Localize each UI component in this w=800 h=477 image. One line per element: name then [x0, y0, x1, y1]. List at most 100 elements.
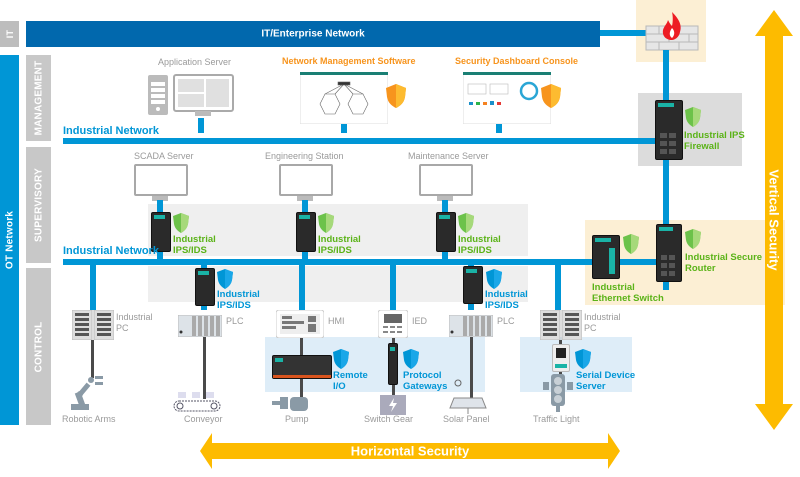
protocol-gateway-device [388, 343, 398, 385]
ips-ids-device [463, 266, 483, 304]
blue-shield-icon [485, 268, 503, 290]
green-shield-icon [457, 212, 475, 234]
hmi-label: HMI [328, 316, 345, 326]
zone-tab-management: MANAGEMENT [26, 55, 51, 141]
scada-monitor-stand [152, 196, 168, 201]
field-device-label: Conveyor [184, 414, 223, 424]
blue-shield-icon [402, 348, 420, 370]
plc-icon [177, 314, 223, 338]
conveyor-icon [172, 392, 222, 414]
industrial-ethernet-switch-label: Industrial Ethernet Switch [592, 282, 664, 304]
ied-label: IED [412, 316, 428, 326]
vertical-security-arrow: Vertical Security [753, 10, 795, 430]
network-management-software-label: Network Management Software [282, 56, 416, 66]
serial-device-server-label: Serial Device Server [576, 370, 636, 392]
field-device-label: Switch Gear [364, 414, 414, 424]
plc2-wire [470, 337, 473, 399]
industrial-network-label-supervisory: Industrial Network [63, 245, 159, 257]
green-shield-icon [317, 212, 335, 234]
industrial-network-bar-supervisory [63, 259, 673, 265]
zone-tab-ot-network: OT Network [0, 55, 19, 425]
control-drop-ied [390, 265, 396, 310]
industrial-pc-icon [539, 309, 583, 341]
blue-shield-icon [216, 268, 234, 290]
green-shield-icon [622, 233, 640, 255]
industrial-secure-router-label: Industrial Secure Router [685, 252, 763, 274]
maintenance-monitor-stand [437, 196, 453, 201]
plc-label: PLC [226, 316, 244, 326]
engineering-monitor-stand [297, 196, 313, 201]
zone-tab-it: IT [0, 21, 19, 47]
scada-server-monitor [134, 164, 188, 196]
orange-shield-icon [540, 83, 562, 109]
it-network-bar: IT/Enterprise Network [26, 21, 600, 47]
network-management-screen [299, 71, 389, 125]
remote-io-label: Remote I/O [333, 370, 368, 392]
blue-shield-icon [332, 348, 350, 370]
protocol-gateways-label: Protocol Gateways [403, 370, 448, 392]
field-device-label: Solar Panel [443, 414, 490, 424]
field-device-label: Robotic Arms [62, 414, 116, 424]
it-to-firewall-link [600, 30, 650, 36]
green-shield-icon [684, 228, 702, 250]
plc-wire [203, 337, 206, 399]
industrial-pc-icon [71, 309, 115, 341]
it-network-label: IT/Enterprise Network [261, 28, 365, 40]
industrial-ethernet-switch-device [592, 235, 620, 279]
field-device-label: Traffic Light [533, 414, 580, 424]
security-dashboard-console-label: Security Dashboard Console [455, 56, 579, 66]
ips-ids-label-scada: Industrial IPS/IDS [173, 234, 216, 256]
control-drop-ipc2 [555, 265, 561, 310]
field-device-label: Pump [285, 414, 309, 424]
traffic-light-icon [540, 372, 576, 412]
ipc-wire [91, 340, 94, 378]
horizontal-security-label: Horizontal Security [350, 443, 470, 459]
horizontal-security-arrow: Horizontal Security [200, 430, 620, 472]
green-shield-icon [684, 106, 702, 128]
maintenance-server-monitor [419, 164, 473, 196]
industrial-pc-label: Industrial PC [116, 312, 153, 333]
serial-device-server-device [552, 344, 570, 372]
dashboard-link [496, 124, 502, 133]
serial-server-panel [520, 337, 632, 392]
app-server-link [198, 118, 204, 133]
ips-ids-label-engineering: Industrial IPS/IDS [318, 234, 361, 256]
industrial-secure-router-device [656, 224, 682, 282]
industrial-pc-label: Industrial PC [584, 312, 621, 333]
control-drop-hmi [299, 265, 305, 310]
pump-icon [272, 395, 312, 413]
industrial-network-bar-management [63, 138, 665, 144]
ips-ids-device [436, 212, 456, 252]
zone-tab-supervisory: SUPERVISORY [26, 147, 51, 263]
ips-ids-device [296, 212, 316, 252]
vertical-backbone [663, 50, 669, 290]
vertical-security-label: Vertical Security [766, 169, 782, 271]
ips-ids-label-maintenance: Industrial IPS/IDS [458, 234, 501, 256]
ips-ids-label-control-1: Industrial IPS/IDS [217, 289, 260, 311]
plc-icon [448, 314, 494, 338]
engineering-station-label: Engineering Station [265, 151, 344, 161]
hmi-icon [275, 309, 325, 339]
ied-icon [377, 309, 409, 339]
firewall-icon [644, 10, 700, 52]
ips-ids-label-control-2: Industrial IPS/IDS [485, 289, 528, 311]
application-server-label: Application Server [158, 57, 232, 67]
scada-server-label: SCADA Server [134, 151, 194, 161]
application-server-icon [147, 74, 235, 118]
orange-shield-icon [385, 83, 407, 109]
security-dashboard-screen [462, 71, 552, 125]
remote-io-device [272, 355, 332, 379]
switch-gear-icon [378, 393, 408, 415]
industrial-network-label-management: Industrial Network [63, 125, 159, 137]
engineering-station-monitor [279, 164, 333, 196]
zone-tab-control: CONTROL [26, 268, 51, 425]
maintenance-server-label: Maintenance Server [408, 151, 489, 161]
green-shield-icon [172, 212, 190, 234]
blue-shield-icon [574, 348, 592, 370]
robotic-arm-icon [67, 372, 113, 412]
industrial-ips-firewall-label: Industrial IPS Firewall [684, 130, 745, 152]
ips-ids-device [195, 268, 215, 306]
nms-link [341, 124, 347, 133]
ips-ids-device [151, 212, 171, 252]
control-drop-ipc1 [90, 265, 96, 310]
